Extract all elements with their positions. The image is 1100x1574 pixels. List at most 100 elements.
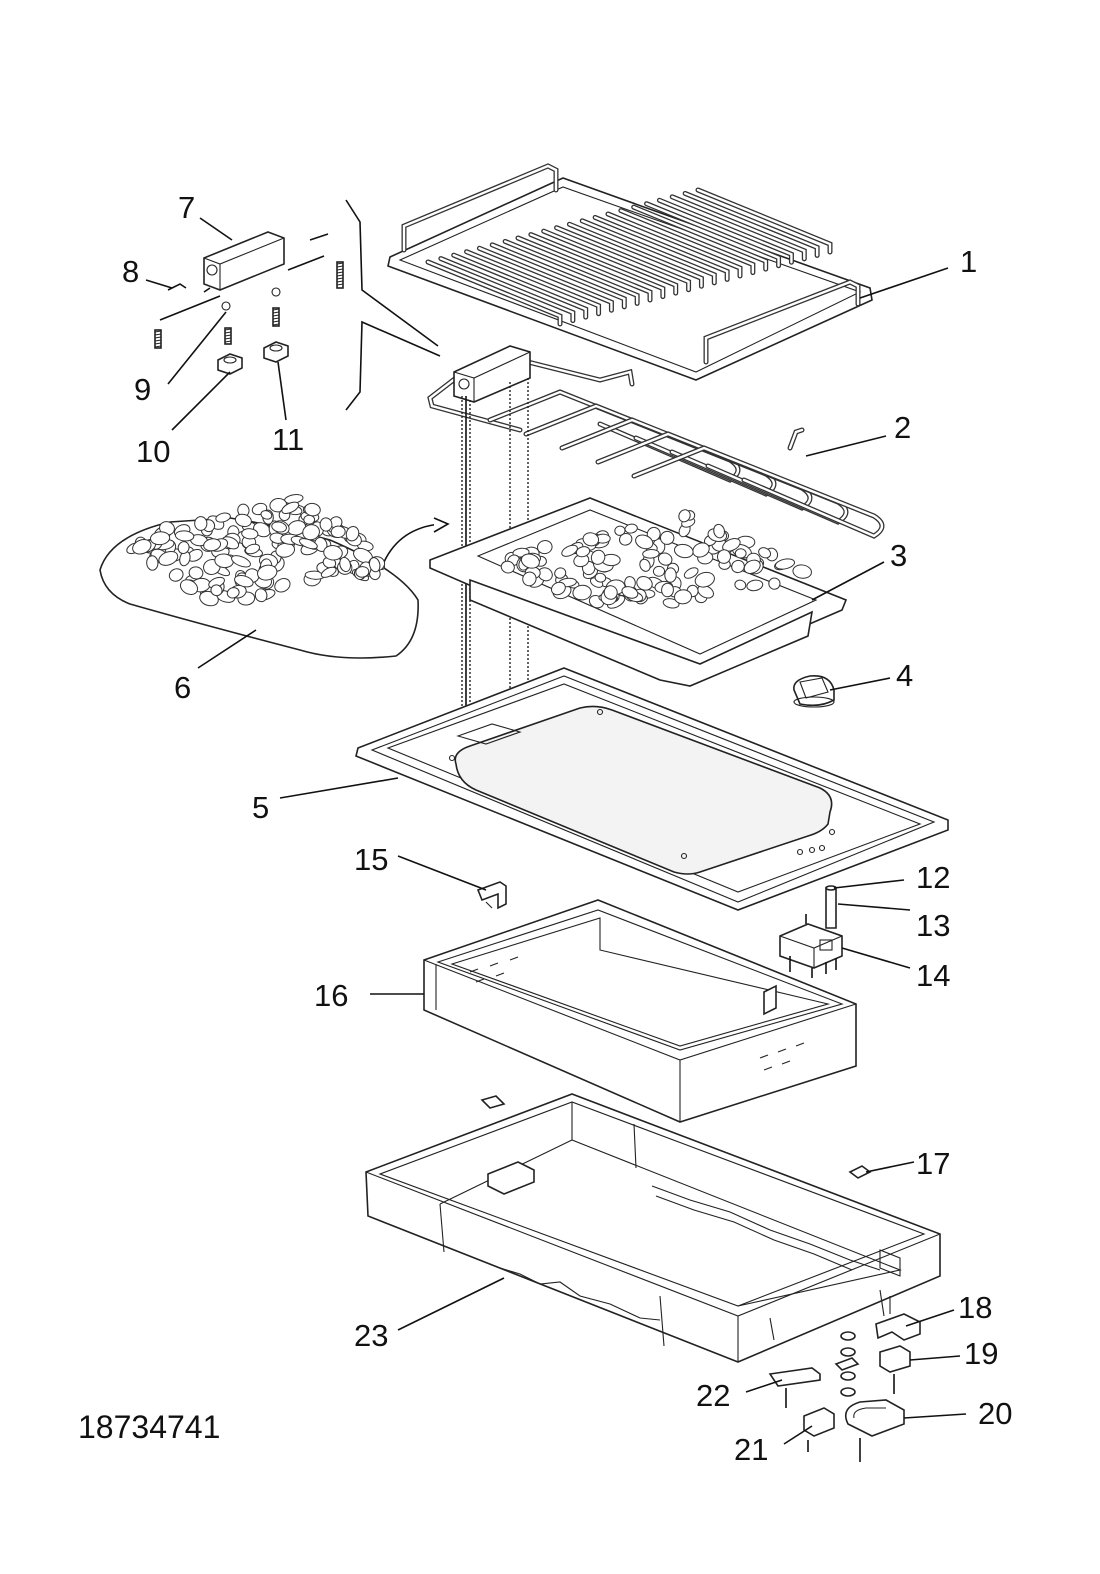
callout-1: 1 xyxy=(960,244,977,279)
part-3-stone-tray xyxy=(383,497,848,687)
part-2-heating-element xyxy=(427,357,885,539)
casing-slot xyxy=(495,972,505,977)
leader-lines xyxy=(145,217,967,1445)
screw-thread xyxy=(154,345,162,348)
grate-bar-highlight xyxy=(516,236,652,302)
lava-stone xyxy=(722,538,741,552)
part-15-bracket xyxy=(476,881,507,910)
lava-stone xyxy=(582,532,600,547)
part-10-11-nuts-balls xyxy=(217,287,289,375)
thermostat-block xyxy=(453,345,531,738)
grate-bar-highlight xyxy=(696,188,832,254)
grate-bar-highlight xyxy=(529,233,665,298)
lava-stone xyxy=(150,531,171,546)
part-23-base-tray xyxy=(365,1093,941,1363)
lava-stone xyxy=(275,542,296,558)
screw-thread xyxy=(224,337,232,340)
callout-6: 6 xyxy=(174,670,191,705)
lava-stone xyxy=(319,517,333,532)
grate-bar-highlight xyxy=(658,199,793,264)
screw-thread xyxy=(154,342,162,345)
casing-slot xyxy=(509,956,519,961)
lava-stone xyxy=(734,548,747,559)
callout-7: 7 xyxy=(178,190,195,225)
lava-stone xyxy=(694,571,715,588)
grate-bar-highlight xyxy=(452,253,587,319)
grate-bar-highlight xyxy=(593,216,729,281)
grate-bar-highlight xyxy=(439,257,575,322)
lava-stone xyxy=(537,540,553,555)
casing-slot xyxy=(469,968,479,973)
lava-stone xyxy=(678,509,691,523)
screw-thread xyxy=(272,311,280,314)
part-8-wire-clip xyxy=(167,283,211,293)
lava-stone xyxy=(320,566,337,578)
lava-stone xyxy=(652,565,666,577)
lava-stone xyxy=(146,555,159,571)
part-21-switch xyxy=(803,1407,835,1452)
lava-stone xyxy=(234,513,252,528)
grate-bar-highlight xyxy=(671,195,806,261)
screw-thread xyxy=(272,314,280,317)
screw xyxy=(154,329,162,349)
lava-stone xyxy=(774,558,796,570)
grate-bar-highlight xyxy=(465,250,600,315)
callout-12: 12 xyxy=(916,860,950,895)
screw-thread xyxy=(336,277,344,280)
callout-14: 14 xyxy=(916,958,950,993)
lava-stone xyxy=(674,589,692,605)
lava-stone xyxy=(734,579,747,591)
grate-bar-highlight xyxy=(542,229,677,295)
casing-slot xyxy=(795,1042,805,1047)
lava-stone xyxy=(304,502,321,517)
screw-thread xyxy=(336,274,344,277)
part-1-grill-grate xyxy=(387,163,873,381)
lava-stone xyxy=(697,584,714,599)
part-22-strap xyxy=(768,1367,821,1408)
callout-10: 10 xyxy=(136,434,170,469)
lava-stone xyxy=(231,555,251,568)
callout-8: 8 xyxy=(122,254,139,289)
lava-stone xyxy=(554,567,567,579)
lava-stone xyxy=(661,582,674,598)
lava-stone xyxy=(303,514,316,525)
callout-2: 2 xyxy=(894,410,911,445)
callout-21: 21 xyxy=(734,1432,768,1467)
screw-thread xyxy=(336,271,344,274)
grate-bar-highlight xyxy=(645,202,780,267)
lava-stone xyxy=(215,512,231,523)
lava-stone xyxy=(330,525,346,539)
lava-stone xyxy=(614,525,626,536)
lava-stone xyxy=(731,559,745,574)
screw xyxy=(272,307,280,327)
lava-stone xyxy=(188,566,204,580)
lava-stone xyxy=(194,516,208,531)
lava-stone xyxy=(168,568,184,582)
screw-thread xyxy=(224,340,232,343)
lava-stone xyxy=(635,534,654,550)
part-20-bracket xyxy=(844,1399,905,1462)
lava-stone xyxy=(339,556,351,573)
lava-stone xyxy=(590,549,606,565)
callout-16: 16 xyxy=(314,978,348,1013)
callout-13: 13 xyxy=(916,908,950,943)
lava-stone xyxy=(271,521,287,533)
lava-stone xyxy=(657,552,673,566)
lava-stone xyxy=(674,543,694,559)
grate-bar-highlight xyxy=(619,209,755,274)
grate-bar-highlight xyxy=(503,240,639,305)
screw-thread xyxy=(154,333,162,336)
lava-stone xyxy=(713,523,725,539)
grate-bar-highlight xyxy=(478,247,613,312)
casing-slot xyxy=(763,1066,773,1071)
lava-stone xyxy=(257,564,278,581)
grate-bar-highlight xyxy=(581,219,716,285)
lava-stone xyxy=(260,510,273,520)
part-4-control-knob xyxy=(793,674,835,708)
lava-stone xyxy=(355,566,370,578)
callout-17: 17 xyxy=(916,1146,950,1181)
callout-23: 23 xyxy=(354,1318,388,1353)
lava-stone xyxy=(174,530,195,542)
lava-stone xyxy=(500,560,515,574)
callout-4: 4 xyxy=(896,658,913,693)
